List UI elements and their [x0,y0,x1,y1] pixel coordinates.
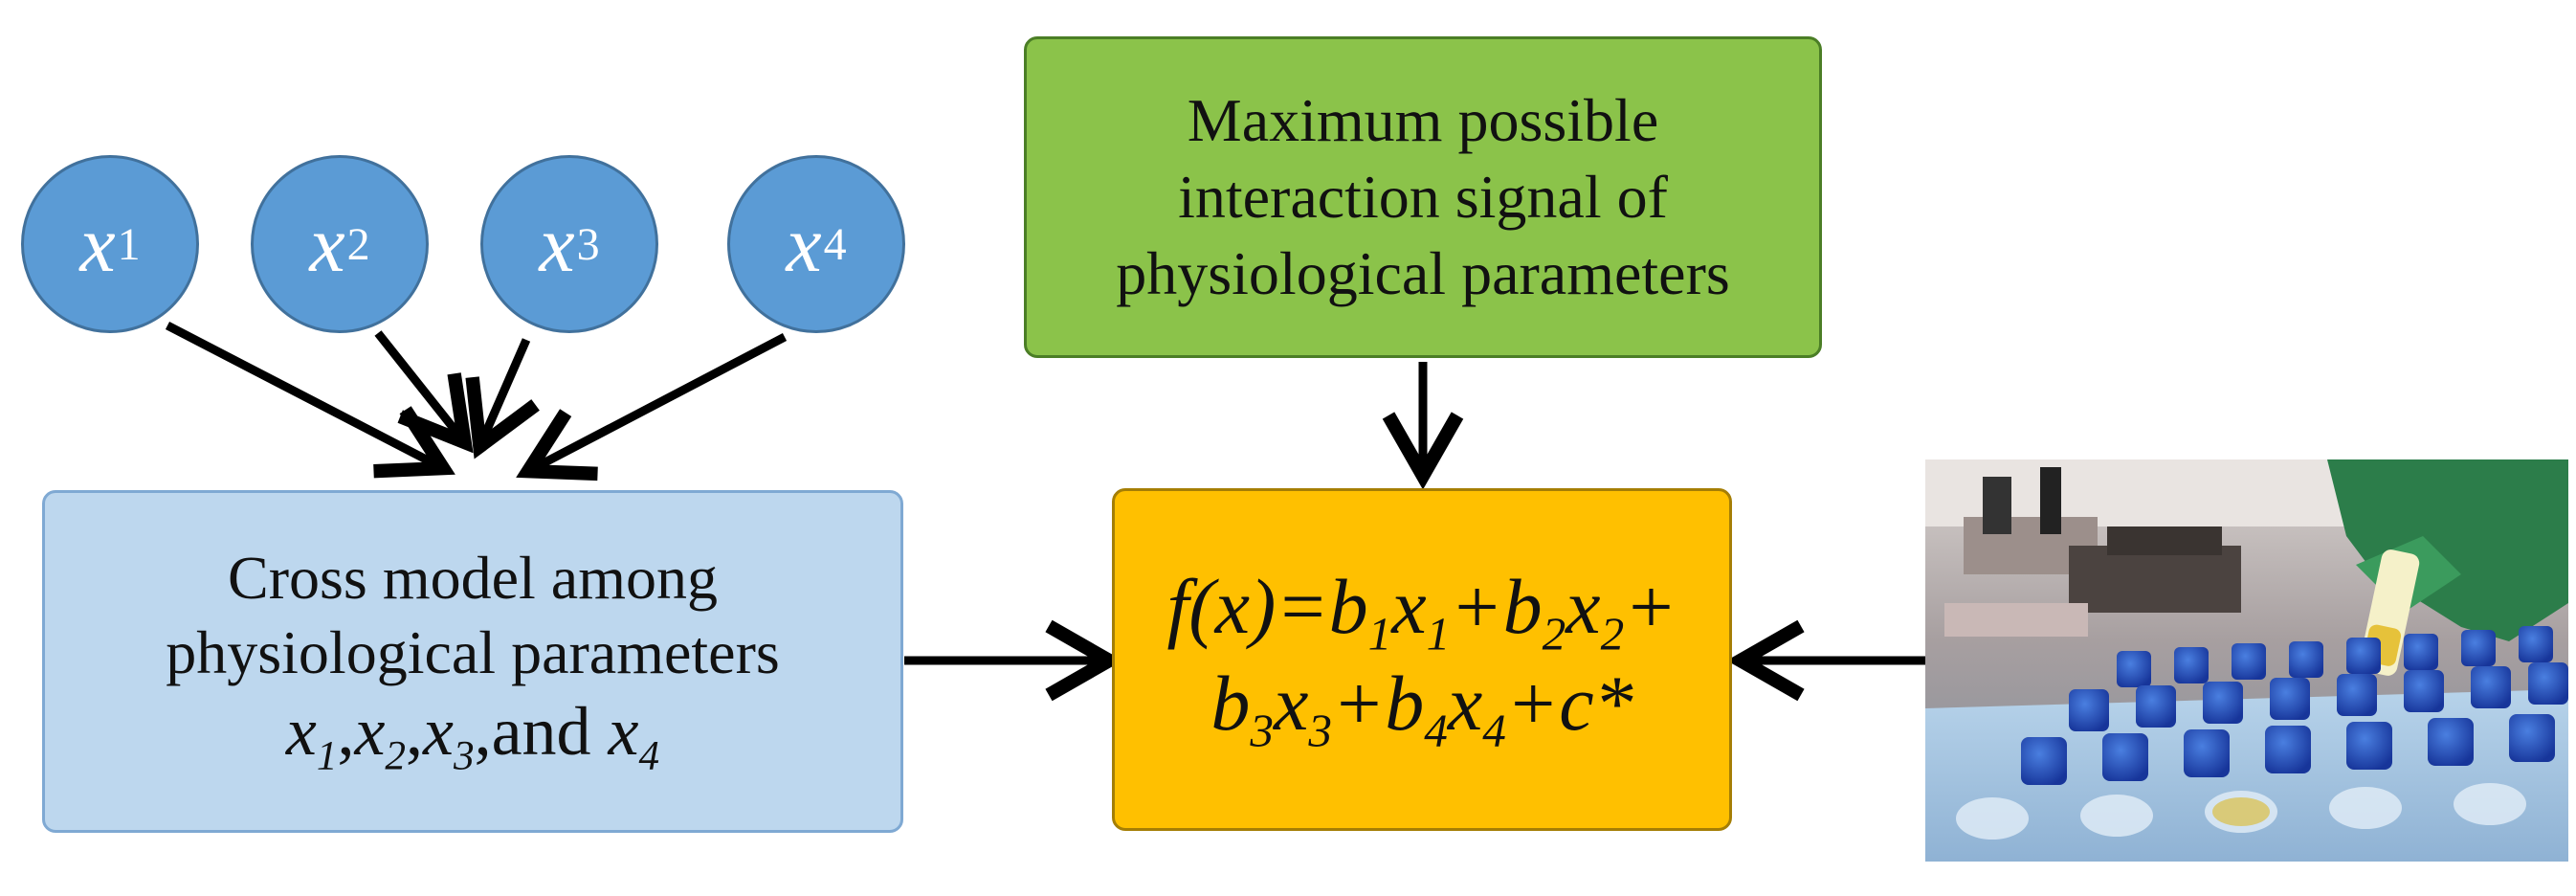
math-subscript: 3 [1308,704,1332,757]
max-signal-box: Maximum possible interaction signal of p… [1024,36,1822,358]
math-subscript: 3 [1250,704,1274,757]
math-subscript: 1 [1426,606,1451,660]
cross-model-vars-text: x1,x2,x3,and x4 [285,693,660,779]
math-subscript: 4 [1482,704,1506,757]
max-signal-line1: Maximum possible [1187,86,1659,154]
cross-model-line2: physiological parameters [166,617,780,686]
lab-sample-tubes-image [1925,459,2568,862]
math-subscript: 4 [638,733,660,779]
math-subscript: 2 [1600,606,1625,660]
cross-model-line1: Cross model among [228,543,718,612]
arrow-x3-to-cross [465,338,540,459]
math-subscript: 4 [1424,704,1448,757]
arrow-x2-to-cross [374,330,474,454]
formula-line1: f(x)=b1x1+b2x2+ [1166,562,1677,660]
max-signal-line3: physiological parameters [1116,239,1730,307]
math-subscript: 1 [1367,606,1392,660]
formula-line2: b3x3+b4x4+c* [1210,660,1633,757]
node-base: x [539,199,575,289]
node-base: x [786,199,822,289]
node-base: x [309,199,345,289]
node-sub: 3 [576,218,600,270]
cross-model-vars: x1,x2,x3,and x4 [286,690,659,782]
math-subscript: 2 [385,733,407,779]
node-base: x [79,199,116,289]
cross-model-box: Cross model among physiological paramete… [42,490,903,833]
max-signal-line2: interaction signal of [1178,163,1668,231]
math-subscript: 1 [316,733,338,779]
formula-box: f(x)=b1x1+b2x2+ b3x3+b4x4+c* [1112,488,1732,831]
node-sub: 4 [823,218,847,270]
node-sub: 1 [117,218,141,270]
node-sub: 2 [346,218,370,270]
math-subscript: 3 [453,733,475,779]
arrow-x1-to-cross [165,322,455,479]
arrow-x4-to-cross [516,333,788,482]
math-subscript: 2 [1542,606,1566,660]
